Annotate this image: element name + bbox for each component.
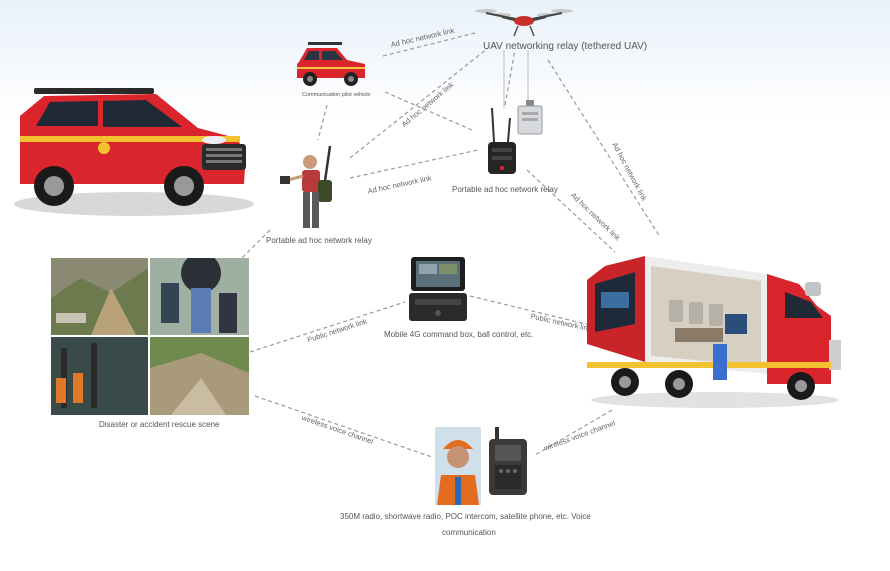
link-person-device	[349, 149, 479, 179]
pilot-vehicle-image	[297, 42, 365, 86]
link-pilot-uav	[382, 32, 476, 57]
rescue-scene-caption: Disaster or accident rescue scene	[99, 420, 220, 429]
link-device-truck	[526, 169, 616, 253]
rescue-scene-photos	[51, 258, 249, 415]
link-scene-box	[249, 301, 406, 353]
voice-caption-line2: communication	[442, 528, 496, 537]
link-scene-voice	[254, 395, 433, 458]
portable-relay-device-image	[488, 108, 516, 174]
voice-caption-line1: 350M radio, shortwave radio, POC interco…	[340, 512, 591, 521]
portable-relay-device-caption: Portable ad hoc network relay	[452, 185, 558, 194]
command-pickup-image	[14, 88, 254, 216]
link-pilot-person	[317, 104, 328, 141]
command-truck-image	[587, 256, 841, 408]
firefighter-radio-image	[435, 427, 481, 505]
pilot-vehicle-caption: Communication pilot vehicle	[302, 92, 371, 98]
portable-radio-image	[489, 427, 527, 495]
relay-operator-image	[280, 146, 332, 228]
command-box-caption: Mobile 4G command box, ball control, etc…	[384, 330, 534, 339]
link-uav-truck	[547, 59, 661, 238]
uav-caption: UAV networking relay (tethered UAV)	[483, 41, 648, 52]
link-pilot-device	[384, 91, 473, 131]
link-device-uav	[504, 49, 516, 106]
relay-operator-caption: Portable ad hoc network relay	[266, 236, 372, 245]
link-person-uav	[349, 47, 489, 159]
rescue-scene-image	[51, 258, 249, 415]
tether-cables	[503, 50, 529, 108]
command-box-image	[409, 257, 467, 321]
link-truck-voice	[534, 409, 613, 456]
tether-ground-unit-image	[517, 100, 543, 135]
drone-icon	[475, 9, 573, 37]
